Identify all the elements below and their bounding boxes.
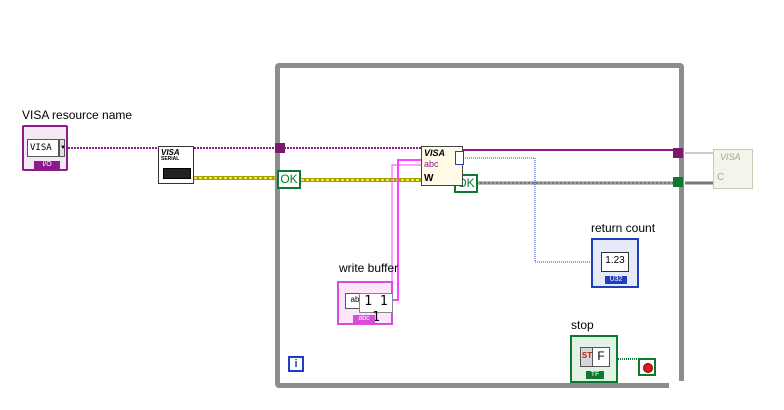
- visa-value: VISA: [27, 139, 59, 157]
- ok-constant-left[interactable]: OK: [277, 170, 301, 189]
- stop-if-true-icon: [643, 363, 653, 373]
- boolean-type-tag: TF: [586, 371, 604, 379]
- chevron-down-icon[interactable]: ▼: [59, 139, 66, 157]
- iteration-terminal: i: [288, 356, 304, 372]
- write-text: abc: [424, 159, 439, 169]
- return-count-label: return count: [591, 221, 656, 235]
- visa-serial-config-node[interactable]: VISA SERIAL: [158, 146, 194, 184]
- loop-condition-terminal[interactable]: [638, 358, 656, 376]
- loop-tunnel-visa-in[interactable]: [275, 143, 285, 153]
- stop-control[interactable]: ST F TF: [570, 335, 618, 383]
- return-count-indicator[interactable]: 1.23 U32: [591, 238, 639, 288]
- serial-title: VISA: [161, 148, 180, 157]
- visa-resource-label: VISA resource name: [22, 108, 133, 122]
- close-c-label: C: [717, 172, 725, 183]
- serial-port-icon: [163, 168, 191, 179]
- io-type-tag: I/O: [34, 161, 60, 169]
- write-mode: W: [424, 173, 434, 184]
- visa-resource-control[interactable]: VISA ▼ I/O: [22, 125, 68, 171]
- stop-value: F: [592, 347, 610, 367]
- numeric-output-icon: [455, 151, 464, 165]
- string-type-tag: abc: [353, 315, 375, 323]
- close-title: VISA: [720, 152, 741, 162]
- visa-write-node[interactable]: VISA abc W: [421, 146, 464, 186]
- write-buffer-label: write buffer: [339, 261, 399, 275]
- visa-close-node[interactable]: VISA C: [713, 149, 753, 189]
- return-count-value: 1.23: [601, 252, 629, 272]
- write-buffer-control[interactable]: ab 1 1 1 abc: [337, 281, 393, 325]
- loop-tunnel-visa-out[interactable]: [673, 148, 683, 158]
- u32-type-tag: U32: [605, 276, 627, 284]
- loop-resize-gap: [669, 381, 689, 390]
- write-buffer-value[interactable]: 1 1 1: [359, 293, 393, 325]
- stop-label: stop: [571, 318, 594, 332]
- while-loop-frame[interactable]: [275, 63, 684, 388]
- write-title: VISA: [424, 148, 446, 158]
- loop-tunnel-error-out[interactable]: [673, 177, 683, 187]
- serial-subtitle: SERIAL: [161, 156, 180, 162]
